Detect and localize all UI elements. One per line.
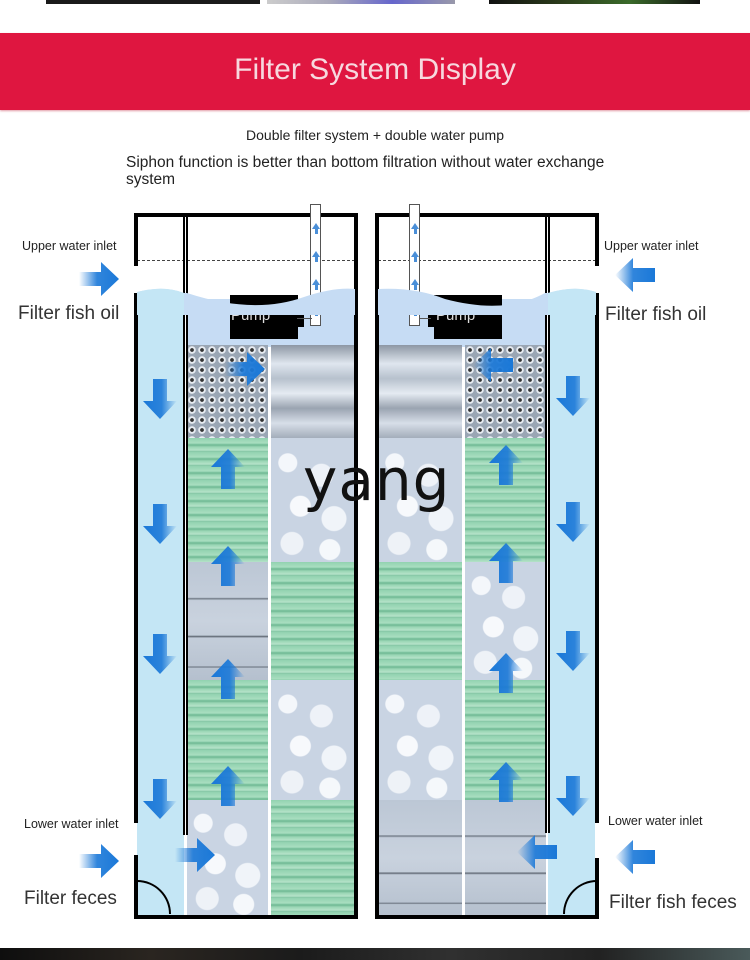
inlet-arrow-left-icon xyxy=(615,258,655,292)
next-section-photo xyxy=(0,948,750,960)
tank-left-wall-upper xyxy=(134,213,138,266)
tank-left-wall-middle xyxy=(134,293,138,823)
left-upper-function-label: Filter fish oil xyxy=(18,303,120,324)
flow-arrow-up-icon xyxy=(489,653,523,693)
tank-right-wall xyxy=(354,213,358,919)
right-water-wave xyxy=(378,288,596,315)
divider-line-a xyxy=(545,213,547,833)
divider-line-b xyxy=(186,213,188,835)
tank-right-wall-upper xyxy=(595,213,599,266)
tank-bottom-wall xyxy=(134,915,358,919)
flow-arrow-down-icon xyxy=(556,776,590,816)
flow-arrow-down-icon xyxy=(143,504,177,544)
right-upper-function-label: Filter fish oil xyxy=(605,304,707,325)
media-green-floss xyxy=(271,800,355,916)
tank-left-wall-lower xyxy=(134,855,138,919)
media-foam-sponge xyxy=(378,345,462,438)
flow-arrow-up-icon xyxy=(211,766,245,806)
watermark: yang xyxy=(303,446,451,514)
section-banner: Filter System Display xyxy=(0,33,750,110)
left-water-wave xyxy=(137,288,355,315)
flow-arrow-down-icon xyxy=(556,631,590,671)
banner-title: Filter System Display xyxy=(234,53,516,86)
media-ceramic-rings xyxy=(378,680,462,800)
tank-bottom-wall xyxy=(375,915,599,919)
flow-arrow-down-icon xyxy=(556,376,590,416)
flow-arrow-up-icon xyxy=(211,546,245,586)
flow-arrow-up-icon xyxy=(489,543,523,583)
media-green-floss xyxy=(378,562,462,680)
pump-outlet xyxy=(428,309,436,327)
media-ceramic-rings xyxy=(271,438,355,562)
thumbnail-3[interactable] xyxy=(489,0,700,4)
flow-arrow-right-icon xyxy=(225,352,265,386)
flow-arrow-down-icon xyxy=(556,502,590,542)
media-white-cotton xyxy=(378,800,462,916)
tank-top-wall xyxy=(375,213,599,217)
right-lower-inlet-label: Lower water inlet xyxy=(608,814,703,828)
media-ceramic-rings xyxy=(378,438,462,562)
flow-arrow-down-icon xyxy=(143,379,177,419)
left-lower-function-label: Filter feces xyxy=(24,888,117,909)
media-ceramic-rings xyxy=(271,680,355,800)
flow-up-small-icon xyxy=(312,223,320,234)
flow-up-small-icon xyxy=(312,251,320,262)
left-lower-inlet-label: Lower water inlet xyxy=(24,817,119,831)
divider-line-b xyxy=(548,213,550,833)
flow-up-small-icon xyxy=(411,223,419,234)
water-level-line xyxy=(137,260,355,261)
water-level-line xyxy=(378,260,596,261)
description: Siphon function is better than bottom fi… xyxy=(126,154,605,188)
pump-tube-connector xyxy=(297,318,312,320)
flow-up-small-icon xyxy=(411,279,419,290)
pump-tube-connector xyxy=(419,318,431,320)
media-green-floss xyxy=(271,562,355,680)
inlet-arrow-right-icon xyxy=(79,262,119,296)
flow-arrow-up-icon xyxy=(489,762,523,802)
flow-arrow-up-icon xyxy=(211,449,245,489)
flow-up-small-icon xyxy=(411,251,419,262)
tank-right-wall-lower xyxy=(595,858,599,919)
inlet-arrow-right-icon xyxy=(79,844,119,878)
thumbnail-2[interactable] xyxy=(267,0,455,4)
inlet-arrow-left-icon xyxy=(615,840,655,874)
right-upper-inlet-label: Upper water inlet xyxy=(604,239,699,253)
left-upper-inlet-label: Upper water inlet xyxy=(22,239,117,253)
flow-arrow-up-icon xyxy=(211,659,245,699)
subtitle: Double filter system + double water pump xyxy=(246,127,504,143)
flow-up-small-icon xyxy=(312,279,320,290)
tank-right-wall-middle xyxy=(595,293,599,823)
flow-arrow-right-icon xyxy=(175,838,215,872)
divider-line-a xyxy=(183,213,185,835)
flow-arrow-down-icon xyxy=(143,779,177,819)
flow-arrow-up-icon xyxy=(489,445,523,485)
tank-left-wall xyxy=(375,213,379,919)
media-foam-sponge xyxy=(271,345,355,438)
tank-top-wall xyxy=(134,213,358,217)
flow-arrow-down-icon xyxy=(143,634,177,674)
flow-arrow-left-icon xyxy=(473,348,513,382)
thumbnail-1[interactable] xyxy=(46,0,260,4)
flow-arrow-left-icon xyxy=(517,835,557,869)
right-lower-function-label: Filter fish feces xyxy=(609,892,737,913)
